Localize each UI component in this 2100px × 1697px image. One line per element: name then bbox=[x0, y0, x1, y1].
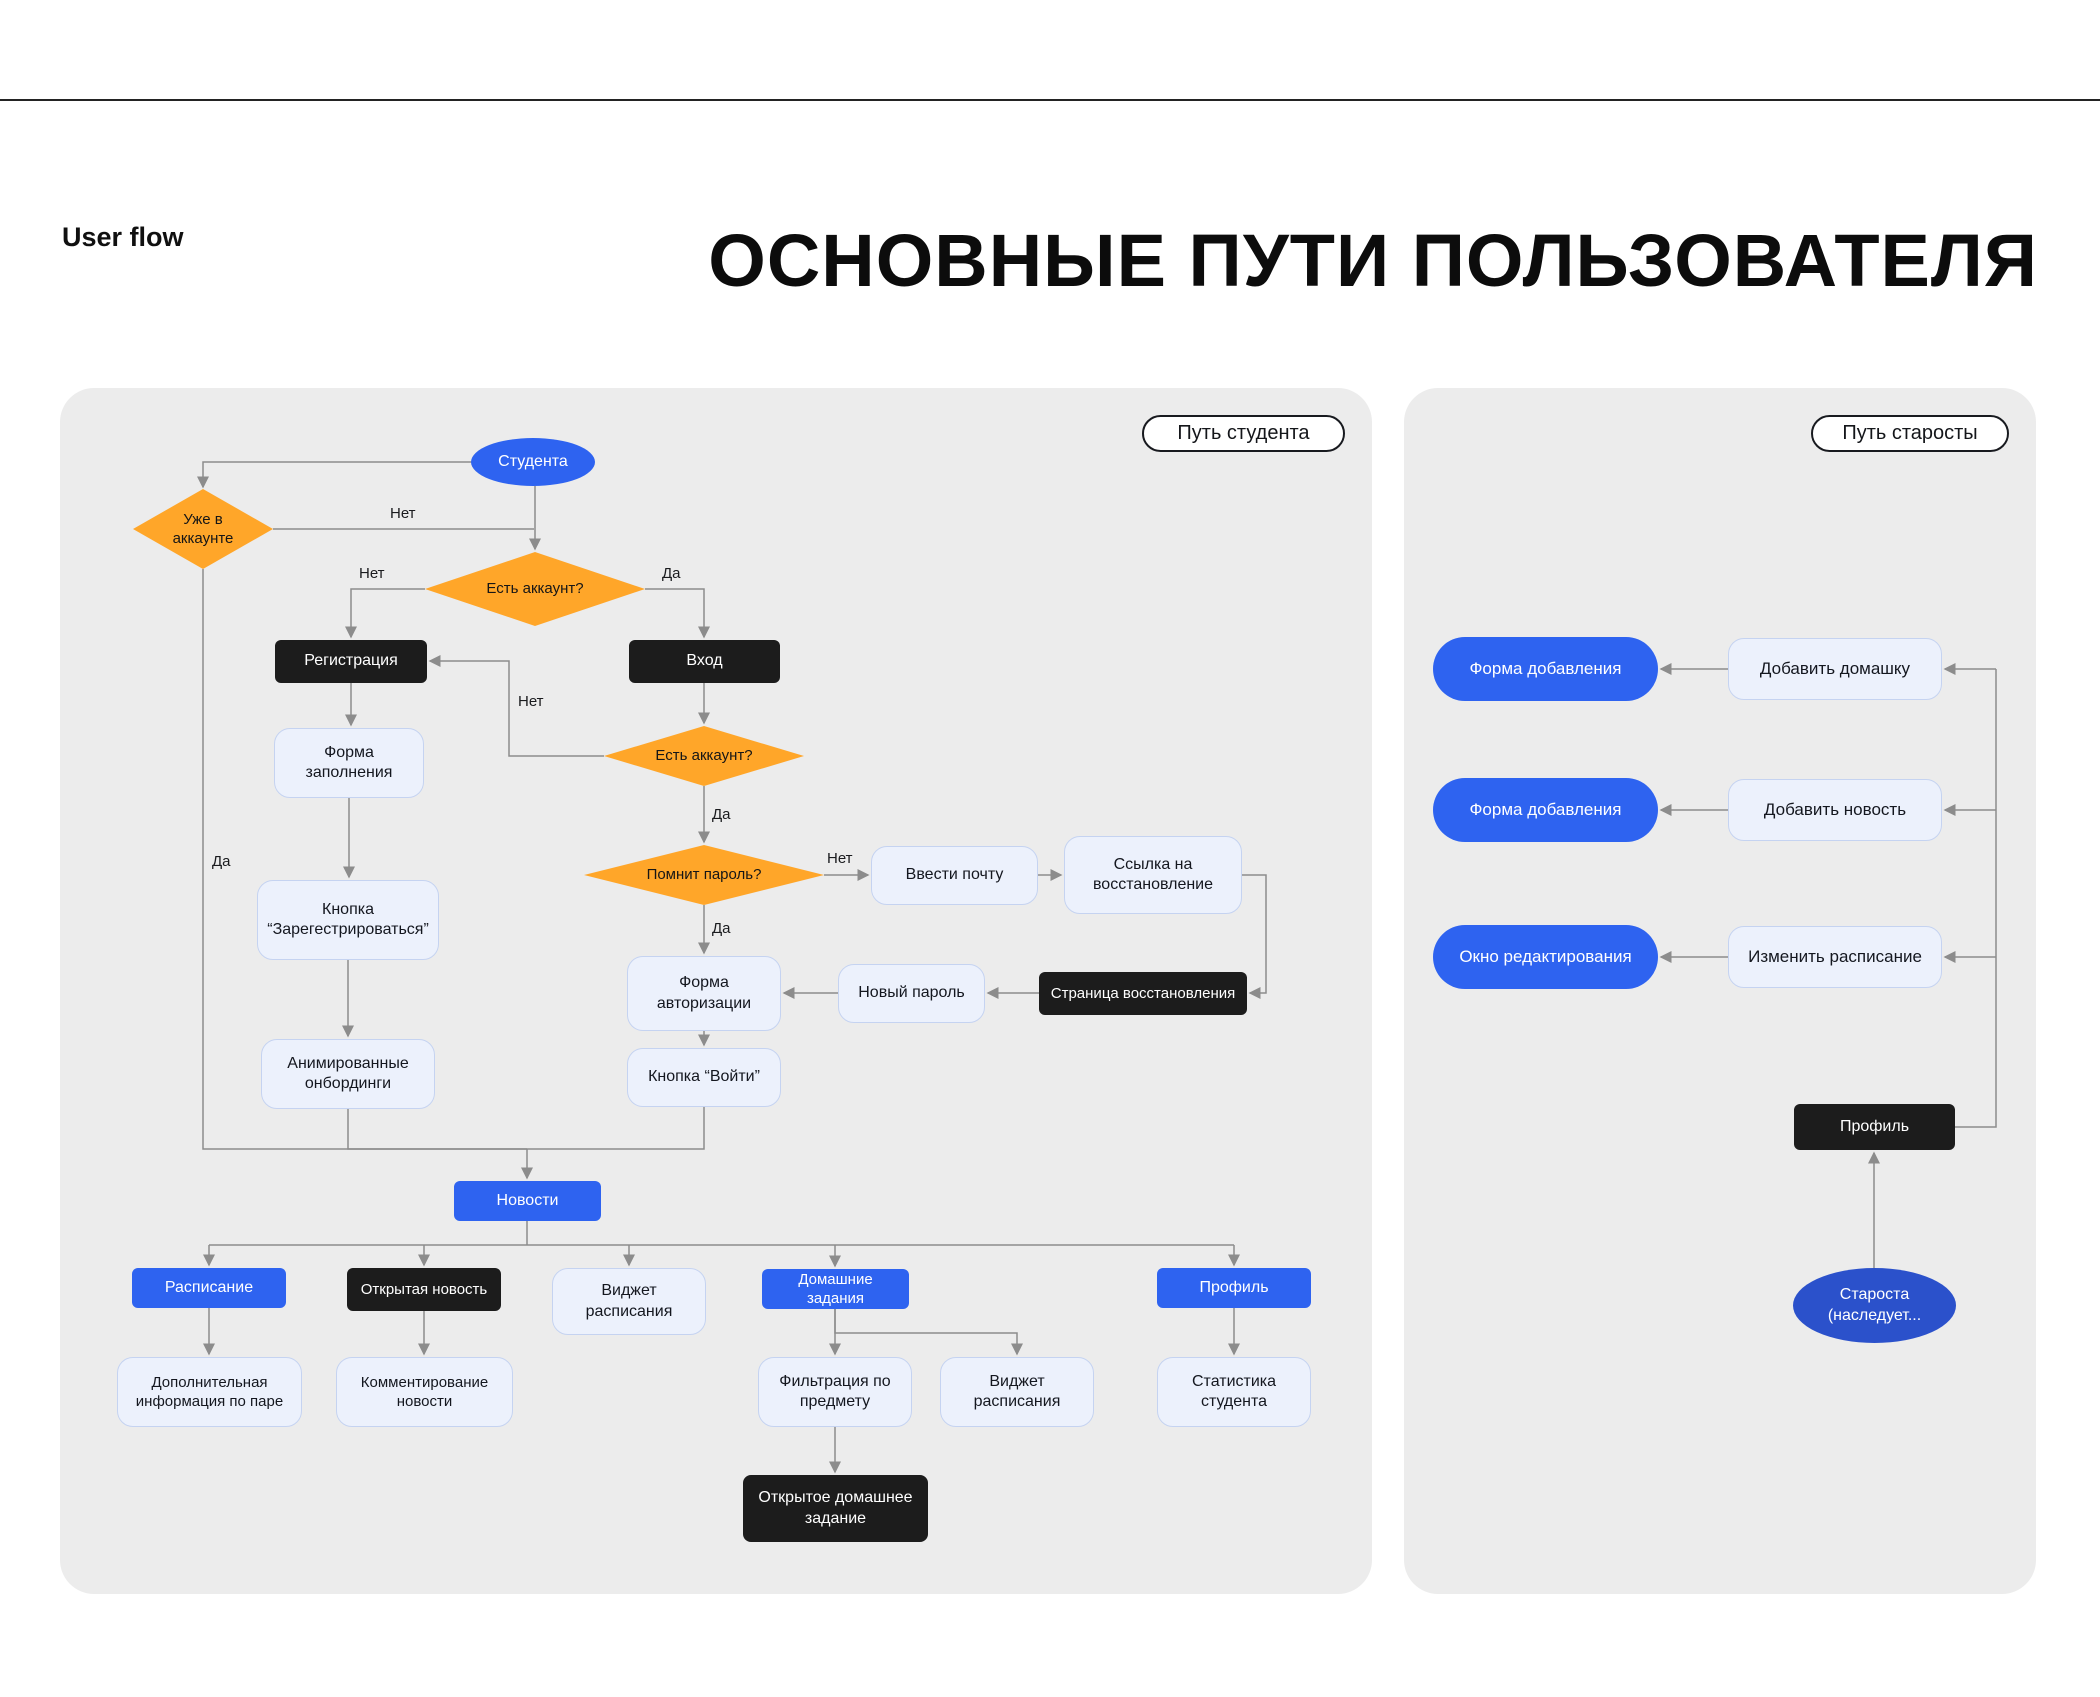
edge-label-yes-already: Да bbox=[212, 853, 231, 870]
node-homework: Домашние задания bbox=[762, 1269, 909, 1309]
node-edit-schedule: Изменить расписание bbox=[1728, 926, 1942, 988]
node-login: Вход bbox=[629, 640, 780, 683]
node-recovery-link: Ссылка на восстановление bbox=[1064, 836, 1242, 914]
student-path-badge: Путь студента bbox=[1142, 415, 1345, 452]
edge-label-no-already: Нет bbox=[390, 505, 416, 522]
node-login-button: Кнопка “Войти” bbox=[627, 1048, 781, 1107]
student-flow-panel: Путь студента Студента Уже в аккаунте Ес… bbox=[60, 388, 1372, 1594]
node-auth-form: Форма авторизации bbox=[627, 956, 781, 1031]
leader-flow-edges bbox=[1659, 663, 1997, 1268]
node-enter-email: Ввести почту bbox=[871, 846, 1038, 905]
node-news-commenting: Комментирование новости bbox=[336, 1357, 513, 1427]
node-pair-extra-info: Дополнительная информация по паре bbox=[117, 1357, 302, 1427]
leader-path-badge: Путь старосты bbox=[1811, 415, 2009, 452]
leader-flow-panel: Путь старосты Форма добавления Добавить … bbox=[1404, 388, 2036, 1594]
node-schedule: Расписание bbox=[132, 1268, 286, 1308]
node-add-form-news: Форма добавления bbox=[1433, 778, 1658, 842]
node-schedule-widget-top: Виджет расписания bbox=[552, 1268, 706, 1335]
node-student-start: Студента bbox=[471, 438, 595, 486]
node-add-homework: Добавить домашку bbox=[1728, 638, 1942, 700]
node-new-password: Новый пароль bbox=[838, 964, 985, 1023]
page-title: ОСНОВНЫЕ ПУТИ ПОЛЬЗОВАТЕЛЯ bbox=[708, 219, 2038, 302]
node-registration: Регистрация bbox=[275, 640, 427, 683]
node-add-form-homework: Форма добавления bbox=[1433, 637, 1658, 701]
node-register-button: Кнопка “Зарегестрироваться” bbox=[257, 880, 439, 960]
node-student-stats: Статистика студента bbox=[1157, 1357, 1311, 1427]
edge-label-no-has1: Нет bbox=[359, 565, 385, 582]
node-profile-leader: Профиль bbox=[1794, 1104, 1955, 1150]
page-eyebrow: User flow bbox=[62, 222, 184, 252]
edge-label-yes-has2: Да bbox=[712, 806, 731, 823]
edge-label-no-remember: Нет bbox=[827, 850, 853, 867]
node-news: Новости bbox=[454, 1181, 601, 1221]
node-has-account-1: Есть аккаунт? bbox=[425, 552, 645, 626]
node-subject-filter: Фильтрация по предмету bbox=[758, 1357, 912, 1427]
node-profile-student: Профиль bbox=[1157, 1268, 1311, 1308]
node-fill-form: Форма заполнения bbox=[274, 728, 424, 798]
top-divider bbox=[0, 99, 2100, 101]
node-schedule-widget-bottom: Виджет расписания bbox=[940, 1357, 1094, 1427]
edge-label-no-has2: Нет bbox=[518, 693, 544, 710]
node-recovery-page: Страница восстановления bbox=[1039, 972, 1247, 1015]
edge-label-yes-remember: Да bbox=[712, 920, 731, 937]
node-open-news: Открытая новость bbox=[347, 1268, 501, 1311]
node-open-homework: Открытое домашнее задание bbox=[743, 1475, 928, 1542]
edge-label-yes-has1: Да bbox=[662, 565, 681, 582]
node-edit-window: Окно редактирования bbox=[1433, 925, 1658, 989]
node-leader-start: Староста (наследует... bbox=[1793, 1268, 1956, 1343]
node-has-account-2: Есть аккаунт? bbox=[604, 726, 804, 786]
node-add-news: Добавить новость bbox=[1728, 779, 1942, 841]
node-already-in-account: Уже в аккаунте bbox=[133, 489, 273, 569]
node-remember-password: Помнит пароль? bbox=[584, 845, 824, 905]
node-onboarding: Анимированные онбординги bbox=[261, 1039, 435, 1109]
